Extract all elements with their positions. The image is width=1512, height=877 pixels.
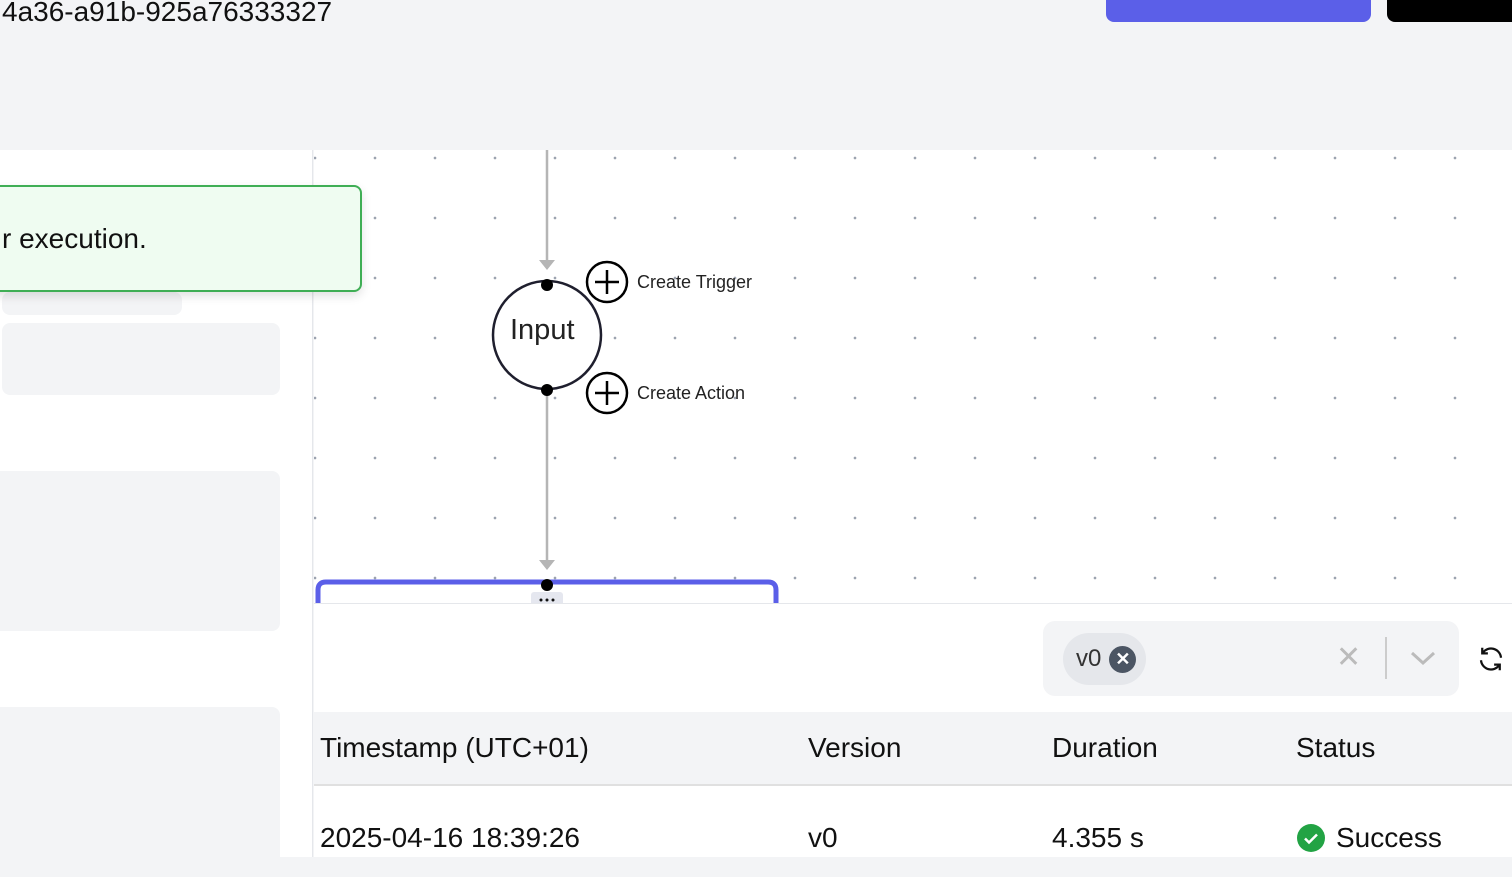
chevron-down-icon[interactable]: [1410, 650, 1436, 666]
workflow-graph: [315, 150, 779, 610]
secondary-button[interactable]: [1387, 0, 1512, 22]
col-status[interactable]: Status: [1296, 732, 1376, 763]
success-check-icon: [1297, 824, 1325, 852]
node-handle-bottom: [541, 384, 553, 396]
version-chip: v0 ✕: [1063, 633, 1146, 685]
primary-button[interactable]: [1106, 0, 1371, 22]
create-trigger-button[interactable]: Create Trigger: [637, 272, 753, 292]
remove-chip-icon[interactable]: ✕: [1109, 645, 1137, 673]
plus-circle-icon: [585, 260, 629, 304]
toast-message: r execution.: [2, 223, 147, 254]
cell-status: Success: [1336, 822, 1442, 853]
divider: [1385, 637, 1387, 679]
workflow-id: 4a36-a91b-925a76333327: [2, 0, 333, 27]
skeleton: [2, 292, 182, 315]
col-version[interactable]: Version: [808, 732, 902, 763]
cell-timestamp: 2025-04-16 18:39:26: [320, 822, 580, 853]
table-header: [314, 712, 1512, 786]
cell-version: v0: [808, 822, 838, 853]
skeleton: [2, 323, 280, 395]
col-timestamp[interactable]: Timestamp (UTC+01): [320, 732, 589, 763]
node-label[interactable]: Input: [510, 314, 575, 346]
cell-duration: 4.355 s: [1052, 822, 1144, 853]
plus-circle-icon: [585, 371, 629, 415]
skeleton: [0, 707, 280, 877]
toast-notification: r execution.: [0, 185, 362, 292]
chip-label: v0: [1076, 645, 1102, 672]
col-duration[interactable]: Duration: [1052, 732, 1158, 763]
create-action-button[interactable]: Create Action: [637, 383, 746, 403]
skeleton: [0, 471, 280, 631]
clear-icon[interactable]: ✕: [1336, 641, 1362, 674]
node-handle-top: [541, 279, 553, 291]
refresh-icon[interactable]: [1476, 644, 1506, 674]
